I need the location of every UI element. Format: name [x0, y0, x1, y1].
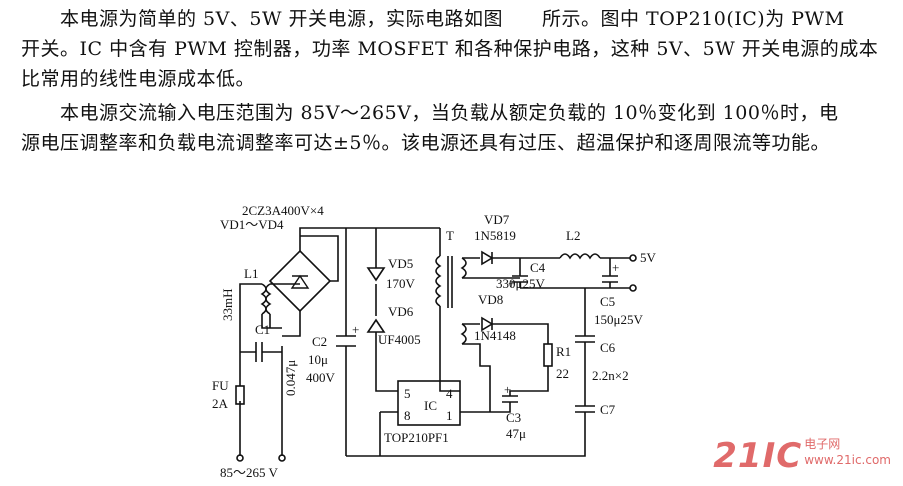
- paragraph-line: 本电源交流输入电压范围为 85V～265V，当负载从额定负载的 10％变化到 1…: [60, 102, 839, 124]
- r1-resistor: [543, 343, 553, 367]
- ic-pin-5: 5: [404, 386, 411, 401]
- watermark-logo: 21IC: [713, 436, 803, 476]
- c4-value: 330μ25V: [496, 276, 545, 291]
- c5-label: C5: [600, 294, 615, 309]
- output-voltage-label: 5V: [640, 250, 657, 265]
- paragraph-line: 开关。IC 中含有 PWM 控制器，功率 MOSFET 和各种保护电路，这种 5…: [21, 38, 879, 60]
- r1-value: 22: [556, 366, 569, 381]
- c1-value: 0.047μ: [283, 360, 298, 396]
- c5-value: 150μ25V: [594, 312, 643, 327]
- ac-input-label: 85～265 V: [220, 465, 279, 480]
- fuse-label: FU: [212, 378, 229, 393]
- paragraph-line: 比常用的线性电源成本低。: [21, 68, 256, 90]
- c6-c7-value: 2.2n×2: [592, 368, 629, 383]
- vd1-vd4-label: VD1～VD4: [220, 217, 284, 232]
- bridge-label: 2CZ3A400V×4: [242, 203, 324, 218]
- vd7-label: VD7: [484, 212, 510, 227]
- paragraph-1: 本电源为简单的 5V、5W 开关电源，实际电路如图 所示。图中 TOP210(I…: [21, 4, 895, 94]
- watermark-side-top: 电子网: [804, 437, 841, 451]
- watermark-side-bottom: www.21ic.com: [804, 453, 891, 467]
- ic-pin-4: 4: [446, 386, 453, 401]
- c3-value: 47μ: [506, 426, 526, 441]
- vd5-value: 170V: [386, 276, 416, 291]
- paragraph-line: 本电源为简单的 5V、5W 开关电源，实际电路如图 所示。图中 TOP210(I…: [60, 8, 845, 30]
- c3-label: C3: [506, 410, 521, 425]
- c1-label: C1: [255, 322, 270, 337]
- ic-pin-8: 8: [404, 408, 411, 423]
- circuit-diagram: 2CZ3A400V×4 VD1～VD4 L1 33mH C1 0.047μ FU…: [212, 203, 657, 480]
- watermark-side: 电子网 www.21ic.com: [804, 436, 891, 468]
- vd5-label: VD5: [388, 256, 413, 271]
- c2-label: C2: [312, 334, 327, 349]
- vd8-label: VD8: [478, 292, 503, 307]
- c6-label: C6: [600, 340, 616, 355]
- fuse-symbol: [235, 385, 245, 405]
- ic-pin-1: 1: [446, 408, 453, 423]
- c7-label: C7: [600, 402, 616, 417]
- inductance-label: 33mH: [220, 289, 235, 322]
- c2-voltage: 400V: [306, 370, 336, 385]
- r1-label: R1: [556, 344, 571, 359]
- ic-part-label: TOP210PF1: [384, 430, 449, 445]
- l2-label: L2: [566, 228, 580, 243]
- paragraph-2: 本电源交流输入电压范围为 85V～265V，当负载从额定负载的 10％变化到 1…: [21, 98, 895, 158]
- ic-body: [397, 380, 461, 426]
- vd7-value: 1N5819: [474, 228, 516, 243]
- l1-label: L1: [244, 266, 258, 281]
- ic-label: IC: [424, 398, 437, 413]
- c4-plus: +: [508, 276, 515, 291]
- c2-value: 10μ: [308, 352, 328, 367]
- c2-plus: +: [352, 322, 359, 337]
- c4-label: C4: [530, 260, 546, 275]
- c5-plus: +: [612, 260, 619, 275]
- c3-plus: +: [504, 382, 511, 397]
- paragraph-line: 源电压调整率和负载电流调整率可达±5％。该电源还具有过压、超温保护和逐周限流等功…: [21, 132, 831, 154]
- vd6-value: UF4005: [378, 332, 421, 347]
- article-text: 本电源为简单的 5V、5W 开关电源，实际电路如图 所示。图中 TOP210(I…: [21, 4, 895, 162]
- vd8-value: 1N4148: [474, 328, 516, 343]
- transformer-label: T: [446, 228, 454, 243]
- vd6-label: VD6: [388, 304, 414, 319]
- fuse-rating: 2A: [212, 396, 229, 411]
